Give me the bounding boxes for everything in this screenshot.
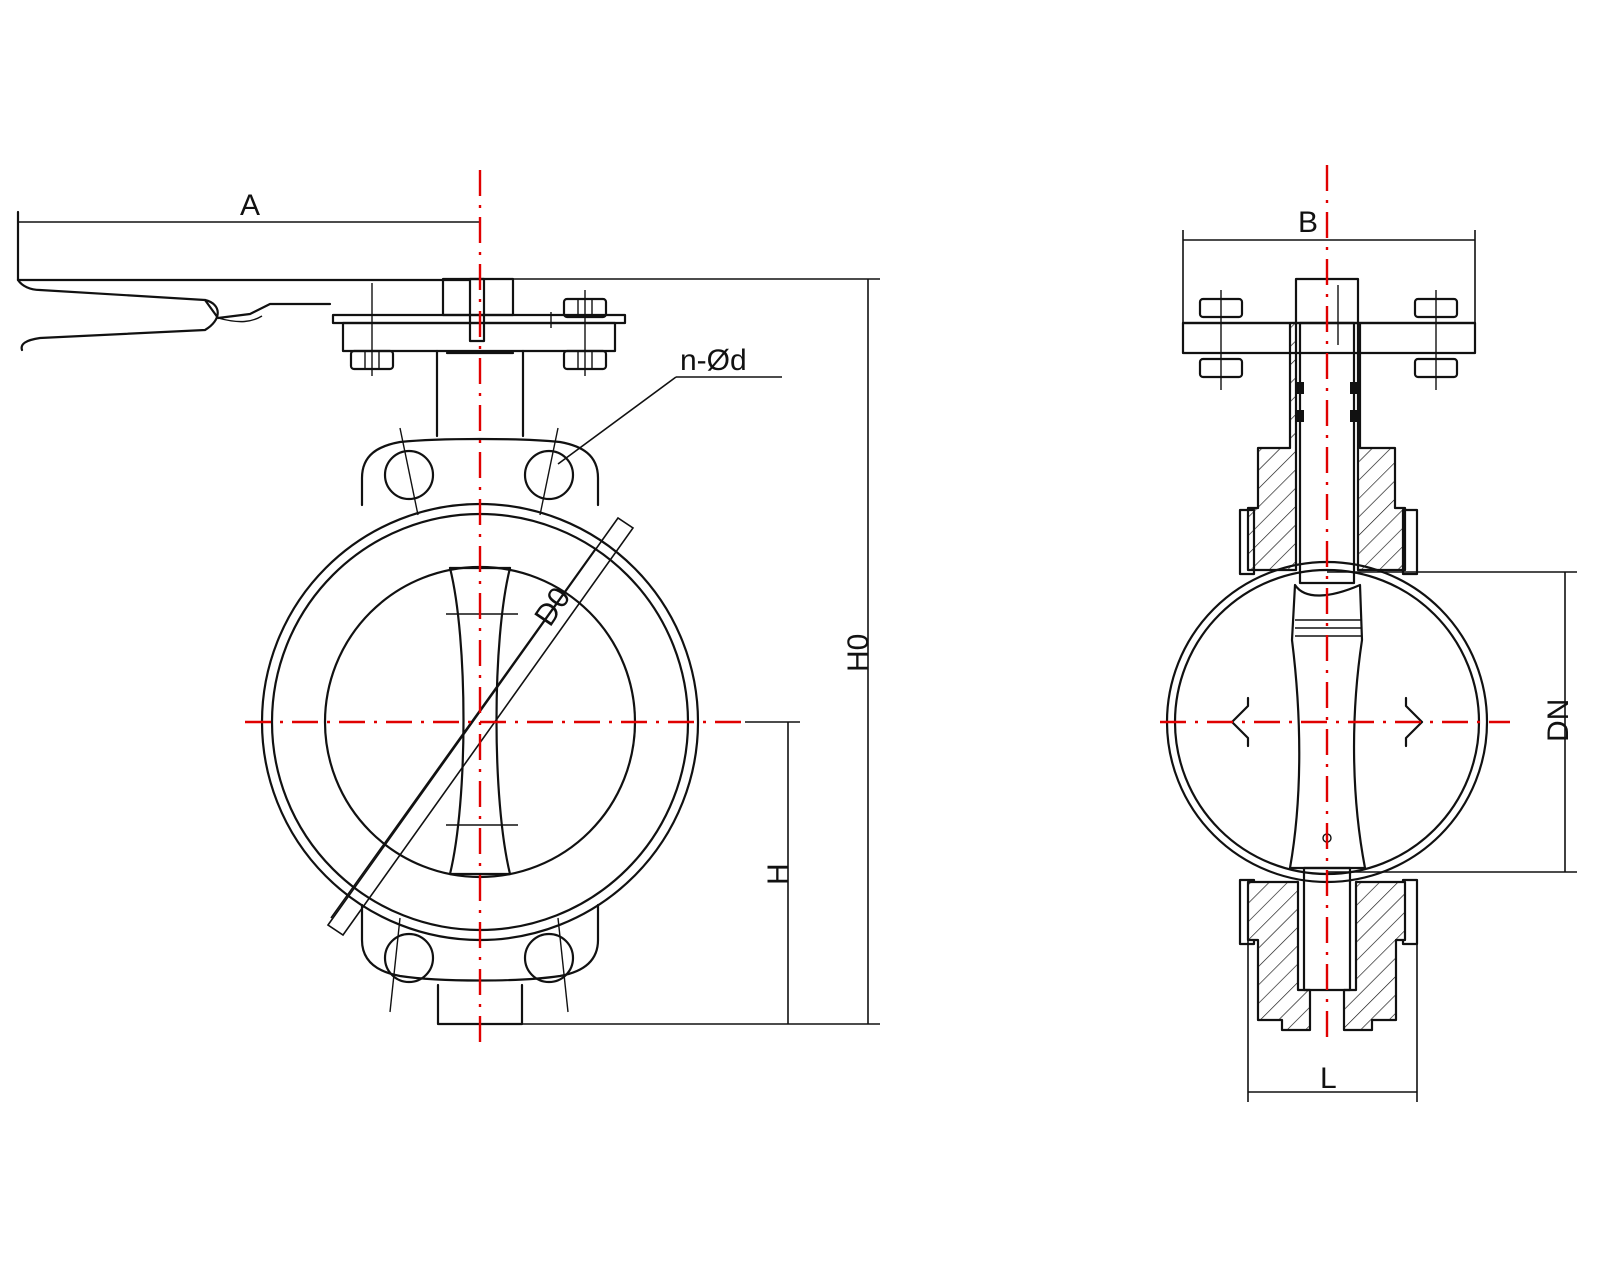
front-view: D0 n-Ød A H0 H [16, 170, 880, 1045]
nd-leader: n-Ød [557, 344, 782, 465]
dn-label: DN [1542, 699, 1575, 742]
nd-label: n-Ød [680, 344, 747, 377]
b-dimension: B [1182, 206, 1476, 323]
h-dimension: H [745, 721, 800, 1024]
b-label: B [1298, 206, 1318, 239]
h0-dimension: H0 [484, 278, 880, 1025]
lever-handle [16, 210, 472, 352]
side-view: B [1160, 165, 1577, 1102]
l-label: L [1320, 1062, 1337, 1095]
side-disc [1230, 583, 1424, 870]
top-flange-section [1181, 321, 1298, 572]
lower-stem [1302, 866, 1352, 992]
dn-dimension: DN [1327, 571, 1577, 873]
h0-label: H0 [842, 634, 875, 672]
a-dimension: A [18, 189, 480, 223]
top-flange-bolts [349, 283, 608, 376]
side-top-bolts [1198, 290, 1459, 390]
d0-label: D0 [528, 582, 577, 632]
lower-body-section [1246, 880, 1312, 1032]
h-label: H [762, 863, 795, 885]
lower-body-section-right [1342, 880, 1407, 1032]
a-label: A [240, 189, 260, 222]
l-dimension: L [1247, 940, 1418, 1102]
stem-seals [1296, 382, 1358, 422]
upper-lugs [360, 427, 600, 516]
d0-dimension: D0 [326, 516, 635, 937]
top-flange-section-right [1356, 321, 1477, 572]
